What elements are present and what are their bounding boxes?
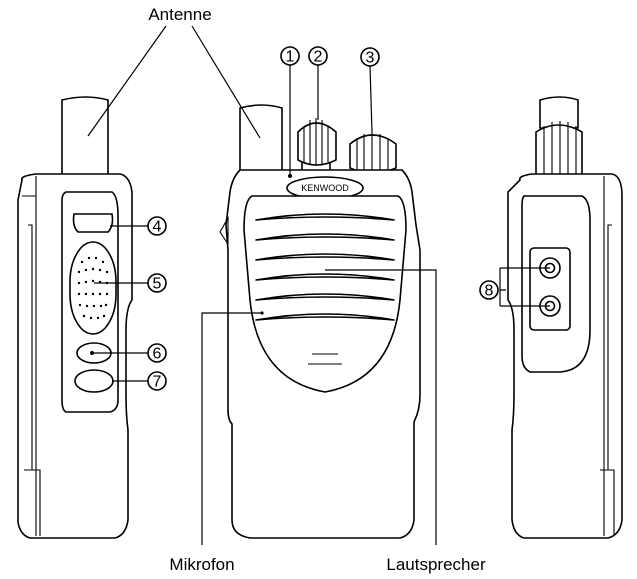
microphone-leader [201, 312, 262, 545]
callout-5: 5 [147, 273, 167, 293]
svg-text:1: 1 [286, 49, 295, 66]
antenna-label: Antenne [148, 5, 211, 24]
right-knob-icon [535, 121, 583, 177]
callout-4: 4 [147, 216, 167, 236]
speaker-grille-icon [69, 241, 117, 335]
callout-3: 3 [360, 47, 380, 67]
svg-text:2: 2 [314, 49, 323, 66]
callout-3-leader [369, 65, 373, 133]
speaker-label: Lautsprecher [386, 555, 486, 574]
speaker-leader [325, 269, 437, 545]
callout-6: 6 [147, 343, 167, 363]
svg-text:7: 7 [153, 374, 162, 391]
right-antenna [539, 96, 579, 129]
callouts: 1 2 3 4 5 6 7 8 [147, 46, 499, 391]
brand-label: KENWOOD [301, 183, 349, 193]
speaker-slots [255, 213, 395, 321]
front-view: KENWOOD [219, 104, 421, 539]
callout-1: 1 [280, 46, 300, 66]
svg-text:8: 8 [485, 283, 494, 300]
right-side-view [507, 96, 623, 539]
antenna-leader-left [87, 25, 167, 137]
svg-text:6: 6 [153, 346, 162, 363]
speaker-holes [77, 256, 109, 320]
svg-text:4: 4 [153, 219, 162, 236]
microphone-label: Mikrofon [169, 555, 234, 574]
svg-text:5: 5 [153, 276, 162, 293]
callout-8-leader [499, 267, 550, 307]
callout-7: 7 [147, 371, 167, 391]
channel-knob-icon [297, 118, 337, 177]
left-antenna [61, 96, 109, 177]
side-key-2-icon [74, 369, 114, 393]
side-button-icon [72, 213, 114, 233]
svg-text:3: 3 [366, 50, 375, 67]
callout-8: 8 [479, 280, 499, 300]
left-side-view [17, 96, 133, 539]
leader-lines [87, 25, 550, 545]
antenna-leader-right [191, 25, 261, 139]
callout-2: 2 [308, 46, 328, 66]
